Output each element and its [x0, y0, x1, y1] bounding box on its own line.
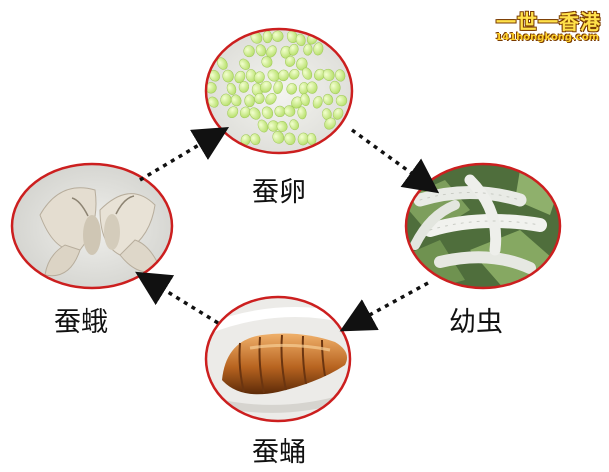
- egg: [296, 57, 308, 71]
- arrow-moth-to-egg: [139, 127, 230, 182]
- egg: [288, 68, 300, 80]
- egg: [249, 107, 261, 120]
- egg: [257, 119, 269, 133]
- egg: [312, 96, 323, 109]
- egg: [286, 30, 298, 44]
- larva-stage-circle: [404, 162, 562, 290]
- egg: [226, 82, 237, 95]
- egg: [302, 67, 313, 80]
- egg: [272, 130, 285, 144]
- egg: [254, 92, 265, 105]
- egg: [222, 69, 234, 83]
- egg: [244, 94, 255, 108]
- egg: [267, 69, 280, 82]
- egg: [271, 30, 284, 42]
- egg: [324, 117, 336, 130]
- label-moth: 蚕蛾: [54, 307, 108, 338]
- egg: [276, 121, 288, 132]
- egg: [227, 106, 239, 119]
- egg: [255, 44, 267, 57]
- egg: [283, 105, 296, 117]
- egg: [230, 94, 242, 107]
- silkworm-larvae: [410, 174, 547, 274]
- egg: [306, 81, 318, 94]
- arrow-egg-to-larva: [350, 128, 440, 194]
- egg: [289, 119, 299, 131]
- egg-stage-circle: [204, 27, 354, 155]
- arrow-larva-to-pupa: [339, 281, 429, 332]
- egg: [295, 33, 306, 47]
- egg: [216, 57, 228, 70]
- egg: [332, 107, 344, 120]
- egg: [265, 93, 277, 105]
- egg: [300, 93, 310, 106]
- egg: [322, 68, 335, 81]
- egg-cluster: [206, 30, 348, 146]
- egg: [284, 55, 296, 67]
- egg: [286, 83, 298, 95]
- egg: [250, 133, 261, 145]
- egg: [329, 80, 341, 95]
- arrow-pupa-to-moth: [135, 271, 219, 325]
- egg: [239, 58, 250, 70]
- egg: [261, 56, 273, 68]
- egg: [238, 81, 250, 93]
- egg: [262, 30, 273, 44]
- egg: [335, 94, 348, 107]
- egg: [234, 70, 246, 84]
- label-larva: 幼虫: [449, 307, 503, 338]
- cycle-arrows: [135, 127, 440, 332]
- pupa-stage-circle: [204, 295, 352, 423]
- egg: [208, 96, 219, 108]
- egg: [253, 71, 265, 84]
- egg: [209, 69, 220, 82]
- egg: [261, 106, 274, 119]
- egg: [239, 106, 251, 119]
- label-pupa: 蚕蛹: [252, 437, 306, 468]
- egg: [284, 132, 296, 145]
- egg: [297, 106, 307, 120]
- egg: [335, 69, 346, 82]
- egg: [206, 82, 217, 94]
- egg: [313, 42, 324, 56]
- egg: [273, 80, 283, 94]
- pupa-body: [222, 333, 348, 395]
- watermark-url: 141hongkong.com: [495, 32, 599, 43]
- egg: [323, 93, 334, 106]
- egg: [243, 45, 255, 58]
- moth-stage-circle: [10, 162, 174, 290]
- egg: [259, 80, 272, 93]
- egg: [303, 43, 313, 56]
- egg: [307, 132, 317, 146]
- egg: [278, 69, 289, 82]
- egg: [288, 43, 299, 56]
- watermark-title: 一世一香港: [496, 10, 601, 34]
- label-egg: 蚕卵: [252, 177, 306, 208]
